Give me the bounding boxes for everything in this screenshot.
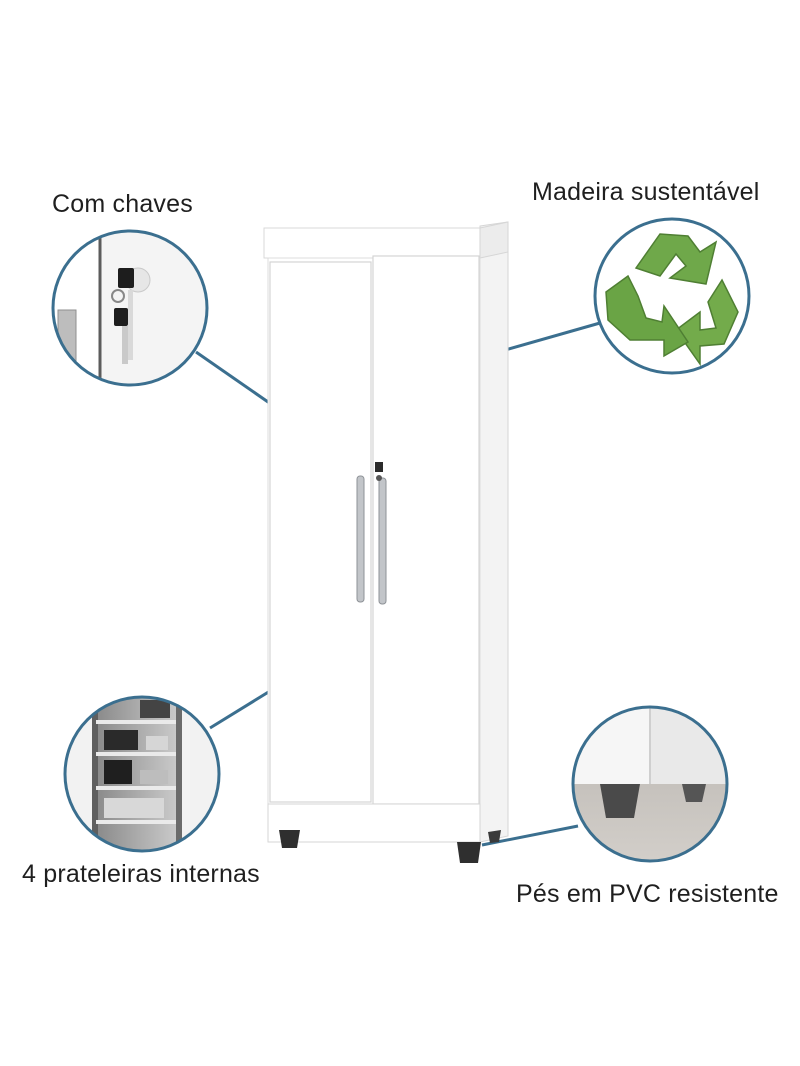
- callout-wood-label: Madeira sustentável: [532, 178, 760, 206]
- callout-feet-detail: [571, 705, 729, 863]
- callout-keys-label: Com chaves: [52, 190, 193, 218]
- cabinet-side-panel: [479, 221, 509, 843]
- wardrobe-cabinet: [263, 221, 509, 863]
- cabinet-door-left: [269, 261, 372, 803]
- cabinet-foot-back: [488, 830, 501, 843]
- key-head-icon: [118, 268, 134, 288]
- callout-wood-detail: [593, 217, 751, 375]
- cabinet-foot-left: [279, 830, 300, 848]
- cabinet-top-side: [479, 221, 509, 259]
- cabinet-top: [263, 227, 481, 259]
- door-handle-right: [378, 477, 387, 605]
- door-lock-icon: [375, 462, 383, 481]
- callout-shelves-label: 4 prateleiras internas: [22, 860, 260, 888]
- callout-feet-label: Pés em PVC resistente: [516, 880, 779, 908]
- cabinet-foot-right: [457, 842, 481, 863]
- callout-keys-detail: [51, 229, 209, 387]
- pvc-foot-icon: [600, 784, 640, 818]
- door-handle-left: [356, 475, 365, 603]
- callout-shelves-detail: [63, 695, 221, 853]
- cabinet-base: [267, 803, 481, 843]
- recycle-icon: [605, 233, 739, 367]
- cabinet-door-right: [372, 255, 480, 805]
